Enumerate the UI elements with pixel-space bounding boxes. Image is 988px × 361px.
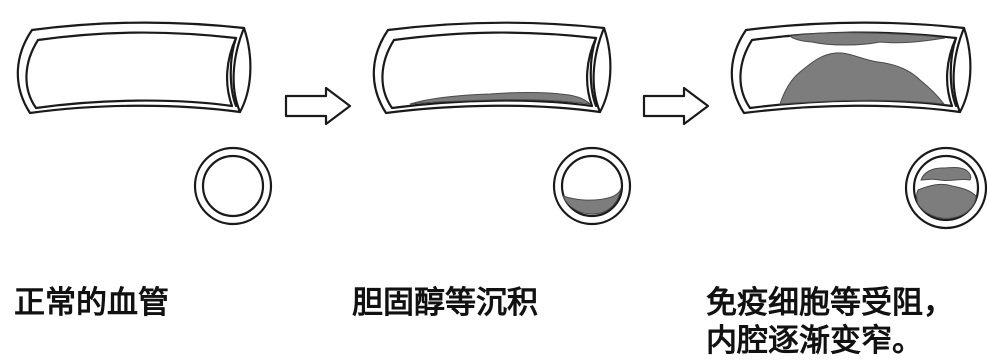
caption-normal-vessel: 正常的血管 (14, 284, 169, 322)
caption-narrowed-lumen-line1: 免疫细胞等受阻， (706, 285, 954, 321)
cholesterol-deposit-thin (409, 92, 592, 105)
normal-vessel-tube (16, 21, 252, 115)
plaque-bottom-large (779, 52, 946, 105)
plaque-top (788, 32, 946, 46)
plaque-cross-section-top (920, 167, 972, 182)
caption-normal-vessel-text: 正常的血管 (14, 285, 169, 321)
deposit-vessel-tube (372, 21, 612, 115)
caption-narrowed-lumen: 免疫细胞等受阻， 内腔逐渐变窄。 (706, 284, 954, 360)
caption-narrowed-lumen-line2: 内腔逐渐变窄。 (706, 323, 923, 359)
deposit-vessel-cross-section (552, 146, 632, 226)
narrowed-vessel-cross-section (904, 146, 988, 230)
cholesterol-deposit-crescent (562, 187, 622, 215)
caption-cholesterol-deposit: 胆固醇等沉积 (352, 284, 538, 322)
plaque-cross-section-bottom (916, 183, 977, 219)
arrow-right-icon (642, 86, 710, 126)
normal-vessel-cross-section (193, 146, 273, 226)
caption-cholesterol-deposit-text: 胆固醇等沉积 (352, 285, 538, 321)
arrow-right-icon (284, 86, 352, 126)
